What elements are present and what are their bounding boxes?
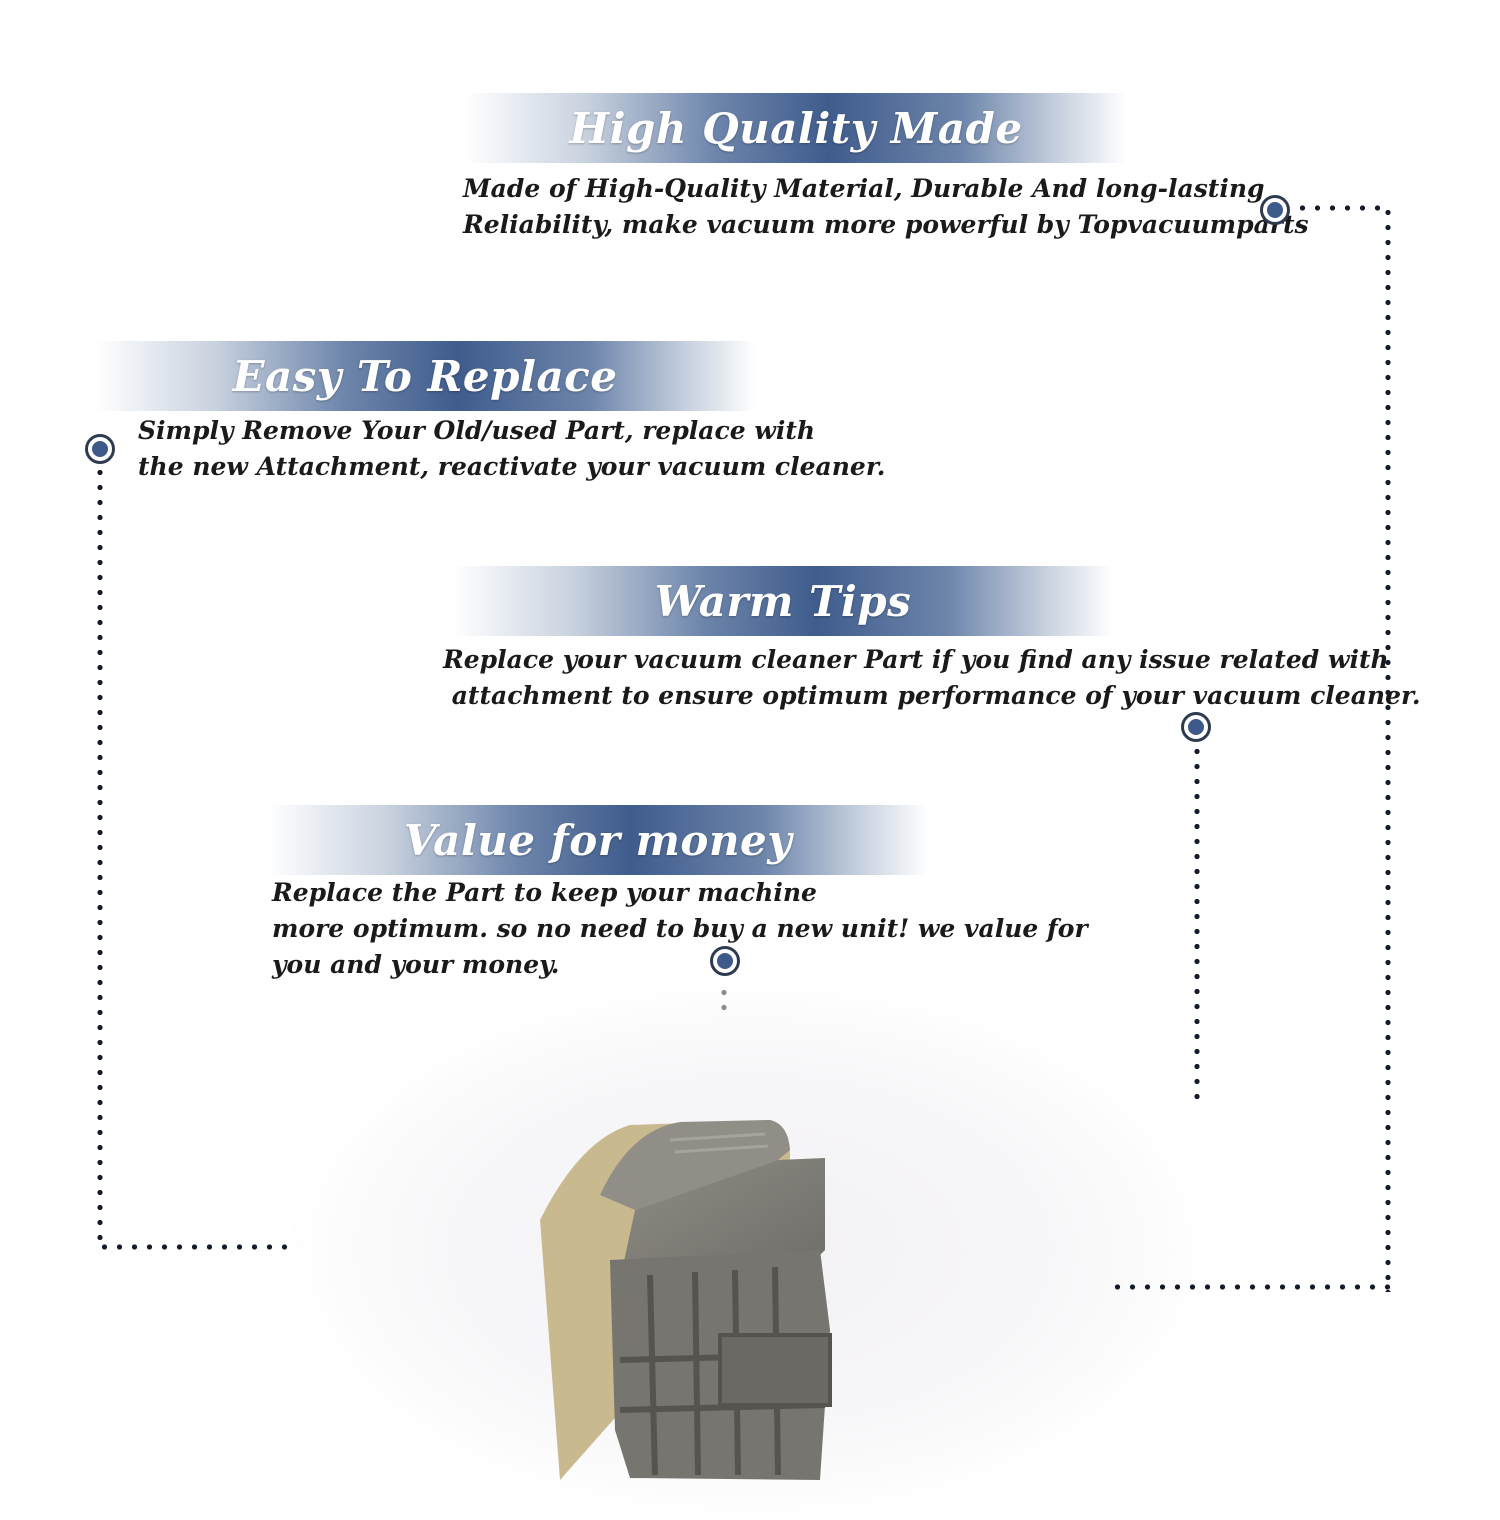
marker-easy-replace-icon xyxy=(85,434,115,464)
desc-line: Made of High-Quality Material, Durable A… xyxy=(463,174,1265,203)
desc-line: the new Attachment, reactivate your vacu… xyxy=(138,452,886,481)
desc-high-quality: Made of High-Quality Material, Durable A… xyxy=(463,171,1309,243)
banner-value-money: Value for money xyxy=(268,805,928,875)
desc-line: attachment to ensure optimum performance… xyxy=(443,681,1421,710)
banner-title-easy-replace: Easy To Replace xyxy=(232,351,618,401)
marker-warm-tips-icon xyxy=(1181,712,1211,742)
dotted-connector xyxy=(1295,205,1390,211)
marker-value-money-icon xyxy=(710,946,740,976)
dotted-connector xyxy=(1385,205,1391,1292)
desc-line: Replace the Part to keep your machine xyxy=(272,878,817,907)
desc-warm-tips: Replace your vacuum cleaner Part if you … xyxy=(443,642,1421,714)
dotted-connector xyxy=(1110,1284,1391,1290)
marker-high-quality-icon xyxy=(1260,195,1290,225)
banner-high-quality: High Quality Made xyxy=(465,93,1127,163)
banner-title-value-money: Value for money xyxy=(403,815,793,865)
banner-warm-tips: Warm Tips xyxy=(453,566,1113,636)
desc-line: Simply Remove Your Old/used Part, replac… xyxy=(138,416,816,445)
desc-line: Reliability, make vacuum more powerful b… xyxy=(463,210,1309,239)
desc-easy-replace: Simply Remove Your Old/used Part, replac… xyxy=(138,413,885,485)
desc-value-money: Replace the Part to keep your machine mo… xyxy=(272,875,1088,983)
dotted-connector xyxy=(1194,744,1200,1106)
banner-title-high-quality: High Quality Made xyxy=(569,103,1023,153)
banner-title-warm-tips: Warm Tips xyxy=(654,576,912,626)
banner-easy-replace: Easy To Replace xyxy=(95,341,755,411)
vacuum-part-image xyxy=(540,1120,832,1480)
desc-line: you and your money. xyxy=(272,950,560,979)
dotted-connector xyxy=(721,985,727,1017)
dotted-connector xyxy=(97,1244,297,1250)
dotted-connector xyxy=(97,465,103,1250)
desc-line: Replace your vacuum cleaner Part if you … xyxy=(443,645,1389,674)
desc-line: more optimum. so no need to buy a new un… xyxy=(272,914,1088,943)
